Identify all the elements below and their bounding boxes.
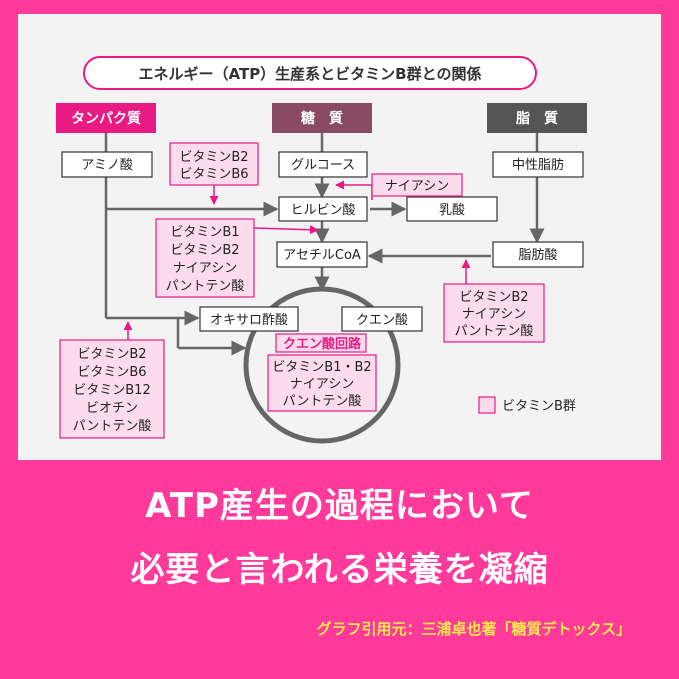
vit-pro-1: ビタミンB6 <box>77 365 146 380</box>
category-fat-label: 脂 質 <box>515 110 558 127</box>
vit-pyr-0: ビタミンB1 <box>170 225 239 240</box>
vit-pyr-1: ビタミンB2 <box>170 243 239 258</box>
node-lactic-box <box>406 196 498 222</box>
vitamin-box-pyruvate <box>155 218 255 298</box>
vit-pro-0: ビタミンB2 <box>77 347 146 362</box>
vit-fat-1: ナイアシン <box>462 307 526 322</box>
vit-b2b6-1: ビタミンB6 <box>179 167 248 182</box>
node-fatty-acid: 脂肪酸 <box>518 247 557 263</box>
cycle-label-box <box>275 333 367 353</box>
vit-cyc-1: ナイアシン <box>290 377 354 392</box>
vitamin-box-protein <box>59 339 165 439</box>
vit-niacin-0: ナイアシン <box>385 179 449 194</box>
node-fatty-acid-box <box>492 241 584 268</box>
vit-b2b6-0: ビタミンB2 <box>179 150 248 165</box>
vitamin-box-fat <box>443 283 545 343</box>
headline-line-1: ATP産生の過程において <box>145 486 534 526</box>
category-protein <box>56 103 156 133</box>
node-amino-box <box>61 151 153 178</box>
node-acetyl: アセチルCoA <box>283 248 361 263</box>
node-acetyl-box <box>276 241 368 268</box>
node-citric: クエン酸 <box>356 313 408 328</box>
node-oxalo: オキサロ酢酸 <box>210 313 288 328</box>
legend-swatch <box>478 396 496 414</box>
category-protein-label: タンパク質 <box>71 110 141 127</box>
category-sugar-label: 糖 質 <box>301 110 343 127</box>
vit-pyr-2: ナイアシン <box>173 261 237 276</box>
vit-pro-4: パントテン酸 <box>73 419 152 434</box>
vit-pro-3: ビオチン <box>86 401 138 416</box>
legend-label: ビタミンB群 <box>502 399 576 414</box>
headline-line-2: 必要と言われる栄養を凝縮 <box>130 550 549 590</box>
vit-cyc-0: ビタミンB1・B2 <box>272 360 371 375</box>
node-amino: アミノ酸 <box>81 158 133 173</box>
node-neutral-fat-box <box>492 151 584 178</box>
category-fat <box>487 103 587 133</box>
vit-cyc-2: パントテン酸 <box>283 394 362 409</box>
cycle-label: クエン酸回路 <box>283 336 362 352</box>
title-pill <box>83 56 537 90</box>
credit-text: グラフ引用元：三浦卓也著「糖質デトックス」 <box>316 620 631 638</box>
diagram-title: エネルギー（ATP）生産系とビタミンB群との関係 <box>139 65 482 83</box>
node-oxalo-box <box>199 306 299 332</box>
category-sugar <box>272 103 372 133</box>
vitamin-box-b2b6 <box>169 142 259 186</box>
node-lactic: 乳酸 <box>439 203 465 218</box>
node-pyruvic: ヒルビン酸 <box>290 203 355 218</box>
node-citric-box <box>341 306 423 332</box>
vitamin-box-cycle <box>267 354 377 412</box>
vit-fat-0: ビタミンB2 <box>459 290 528 305</box>
citric-cycle-ring <box>243 286 401 444</box>
node-neutral-fat: 中性脂肪 <box>512 157 564 173</box>
node-glucose-box <box>278 151 368 178</box>
vit-fat-2: パントテン酸 <box>455 324 534 339</box>
vit-pyr-3: パントテン酸 <box>166 279 245 294</box>
vit-pro-2: ビタミンB12 <box>73 383 150 398</box>
node-glucose: グルコース <box>291 158 355 173</box>
node-pyruvic-box <box>278 196 368 222</box>
vitamin-box-niacin <box>371 173 463 197</box>
